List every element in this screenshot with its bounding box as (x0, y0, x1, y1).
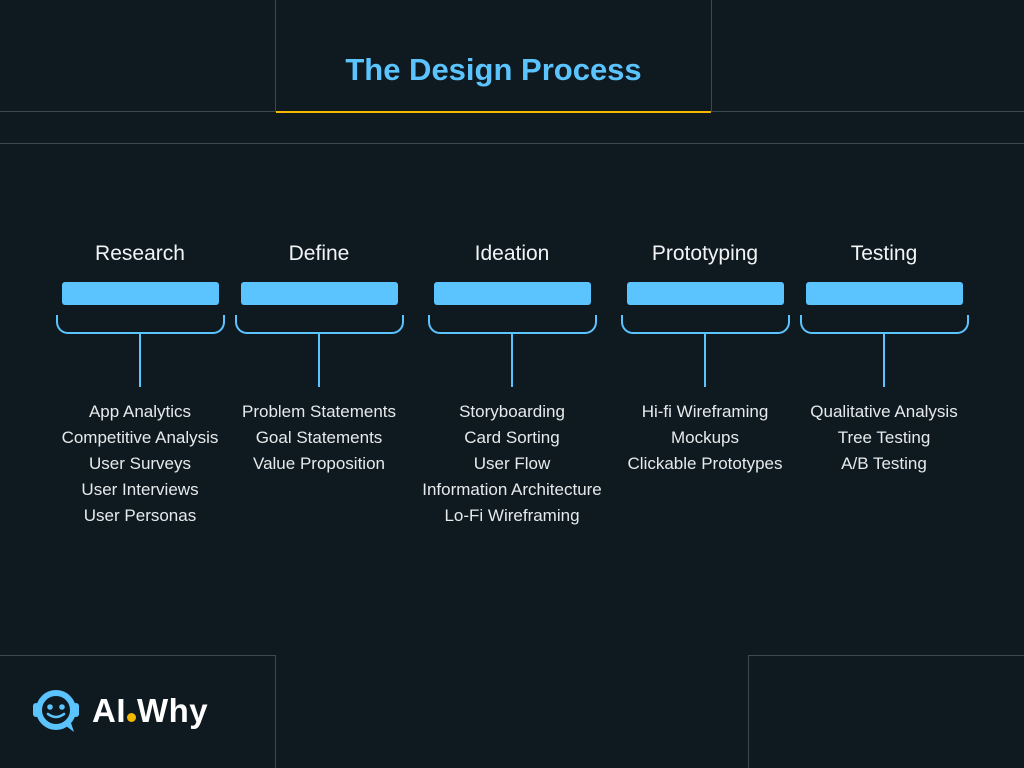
stage-item: Mockups (670, 428, 740, 447)
stage-item: User Surveys (88, 454, 192, 473)
logo: AI Why (30, 686, 208, 736)
stage-item: App Analytics (88, 402, 192, 421)
stage-item: Competitive Analysis (61, 428, 219, 447)
connector-line (704, 334, 706, 387)
stage-bar (240, 282, 398, 305)
stage-bracket (799, 315, 969, 334)
connector-line (318, 334, 320, 387)
stage-item: A/B Testing (841, 454, 927, 473)
stage-bracket (234, 315, 404, 334)
stage-item: Storyboarding (459, 402, 565, 421)
stage-item: Value Proposition (253, 454, 385, 473)
stage-bar (61, 282, 219, 305)
stage-item: Clickable Prototypes (627, 454, 783, 473)
connector-line (511, 334, 513, 387)
stage-title: Define (288, 242, 350, 265)
connector-line (139, 334, 141, 387)
stage-item: Card Sorting (464, 428, 560, 447)
divider (711, 0, 712, 112)
logo-part2: Why (137, 692, 209, 729)
stage-bracket (427, 315, 597, 334)
page-title: The Design Process (345, 52, 642, 87)
stage-bracket (55, 315, 225, 334)
stage-item: User Personas (83, 506, 197, 525)
stage-item: User Interviews (81, 480, 199, 499)
stage-item: Information Architecture (422, 480, 602, 499)
stage-bar (626, 282, 784, 305)
connector-line (883, 334, 885, 387)
logo-text: AI Why (92, 692, 208, 730)
divider (275, 655, 276, 768)
stage-title: Research (95, 242, 185, 265)
divider (275, 0, 276, 112)
stage-item: Lo-Fi Wireframing (444, 506, 580, 525)
divider (0, 655, 276, 656)
stage-title: Ideation (474, 242, 550, 265)
stage-item: Problem Statements (241, 402, 396, 421)
divider (748, 655, 1024, 656)
logo-dot (127, 713, 136, 722)
logo-part1: AI (92, 692, 126, 729)
stage-bar (805, 282, 963, 305)
stage-title: Testing (850, 242, 918, 265)
divider (0, 143, 1024, 144)
stage-bracket (620, 315, 790, 334)
stage-title: Prototyping (651, 242, 759, 265)
stage-item: Qualitative Analysis (810, 402, 958, 421)
title-underline (276, 111, 711, 113)
stage-item: Goal Statements (255, 428, 383, 447)
stage-bar (433, 282, 591, 305)
divider (748, 655, 749, 768)
stage-item: Tree Testing (837, 428, 931, 447)
smiley-robot-icon (33, 690, 79, 732)
stage-item: Hi-fi Wireframing (641, 402, 769, 421)
stage-item: User Flow (473, 454, 551, 473)
